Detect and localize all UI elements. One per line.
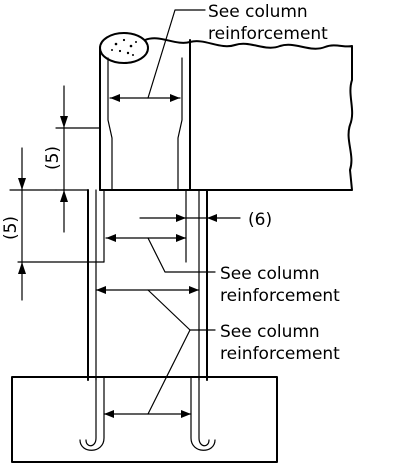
label-bottom-line1: See column [220, 322, 320, 342]
dowel-left-inner [79, 376, 105, 451]
label-top-line1: See column [208, 2, 308, 22]
footing [11, 376, 278, 463]
leader-bottom-lower [147, 329, 191, 415]
leader-middle [147, 237, 216, 273]
leader-bottom-upper [147, 289, 216, 331]
dowel-left [85, 376, 97, 447]
dowel-right [198, 376, 210, 447]
label-top-line2: reinforcement [208, 24, 328, 44]
offset-dimension-label: (6) [248, 210, 272, 230]
cut-section-hatch [111, 38, 137, 56]
label-middle-line2: reinforcement [220, 286, 340, 306]
upper-bar-right [177, 57, 183, 191]
label-middle-line1: See column [220, 264, 320, 284]
upper-bar-left [107, 57, 113, 191]
dowel-right-inner [190, 376, 216, 451]
column-cut-section [99, 32, 149, 64]
leader-top [147, 9, 206, 99]
label-bottom-line2: reinforcement [220, 344, 340, 364]
upper-column-break-line [144, 37, 354, 191]
lower-lap-label: (5) [1, 216, 21, 240]
upper-lap-label: (5) [43, 146, 63, 170]
